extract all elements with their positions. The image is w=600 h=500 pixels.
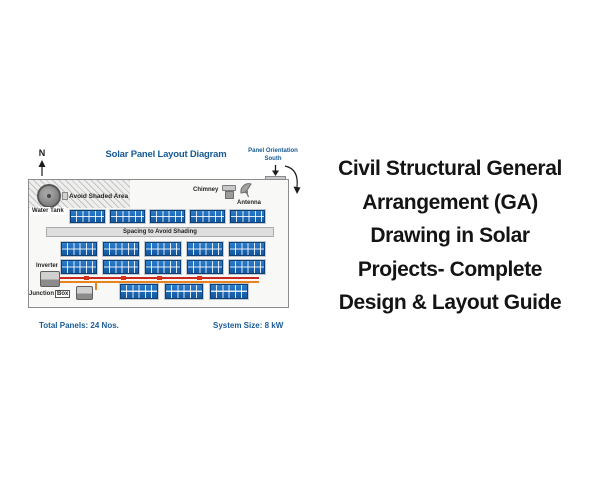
orientation-down-arrow-icon xyxy=(272,165,279,176)
solar-panel xyxy=(186,241,224,257)
solar-panel xyxy=(102,259,140,275)
solar-panel xyxy=(109,209,146,224)
junction-box-icon xyxy=(76,286,93,300)
solar-panel xyxy=(119,283,159,300)
orientation-curve-arrow-icon xyxy=(284,165,301,194)
antenna-label: Antenna xyxy=(237,200,261,206)
page-title-line: Civil Structural General xyxy=(338,157,562,180)
solar-panel xyxy=(144,259,182,275)
solar-layout-diagram: Avoid Shaded Area Water Tank Chimney Ant… xyxy=(28,179,289,308)
inverter-icon xyxy=(40,271,60,287)
page-title-line: Design & Layout Guide xyxy=(338,291,562,314)
page-title-line: Projects- Complete xyxy=(357,257,543,281)
chimney-label: Chimney xyxy=(193,187,219,193)
solar-panel xyxy=(164,283,204,300)
water-tank-valve xyxy=(62,192,68,200)
page-title-line: Drawing in Solar xyxy=(370,224,530,247)
spacing-bar: Spacing to Avoid Shading xyxy=(46,227,274,237)
compass-north-label: N xyxy=(38,148,46,158)
wire-connector xyxy=(121,276,126,280)
solar-panel xyxy=(60,241,98,257)
panel-field xyxy=(29,180,287,306)
solar-panel xyxy=(189,209,226,224)
solar-panel xyxy=(60,259,98,275)
water-tank-label: Water Tank xyxy=(30,207,66,215)
wire-connector xyxy=(84,276,89,280)
water-tank-center xyxy=(47,194,51,198)
solar-panel xyxy=(209,283,249,300)
solar-panel xyxy=(228,259,266,275)
antenna-icon xyxy=(240,183,252,198)
panel-orientation-label: Panel Orientation South xyxy=(248,148,298,162)
chimney-icon-body xyxy=(225,191,234,199)
solar-panel xyxy=(149,209,186,224)
solar-panel xyxy=(228,241,266,257)
dc-wire-orange xyxy=(60,281,259,283)
solar-panel xyxy=(102,241,140,257)
wire-connector xyxy=(197,276,202,280)
page-title-line: Arrangement (GA) xyxy=(362,190,538,214)
solar-panel xyxy=(229,209,266,224)
wire-connector xyxy=(157,276,162,280)
system-size-stat: System Size: 8 kW xyxy=(213,321,284,330)
solar-panel xyxy=(69,209,106,224)
chimney-icon xyxy=(222,185,236,191)
page-title: Civil Structural General Arrangement (GA… xyxy=(300,152,600,320)
solar-panel xyxy=(186,259,224,275)
diagram-title: Solar Panel Layout Diagram xyxy=(105,149,227,160)
compass-arrow-icon xyxy=(38,160,46,176)
inverter-label: Inverter xyxy=(36,263,59,269)
avoid-shaded-area-label: Avoid Shaded Area xyxy=(69,193,129,200)
total-panels-stat: Total Panels: 24 Nos. xyxy=(39,321,119,330)
junction-wire-drop xyxy=(95,281,97,290)
solar-panel xyxy=(144,241,182,257)
